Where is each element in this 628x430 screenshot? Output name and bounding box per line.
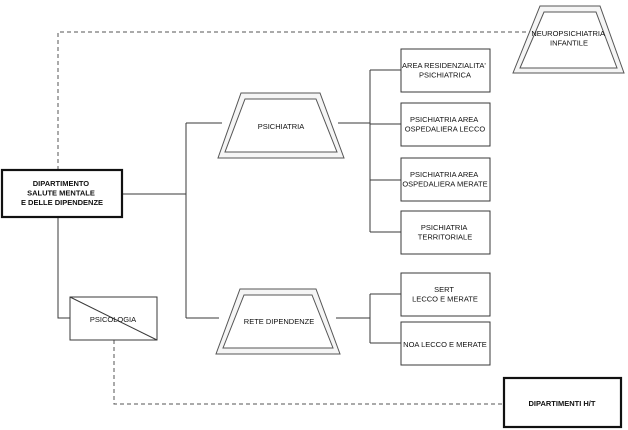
node-rete-dipendenze[interactable]: RETE DIPENDENZE xyxy=(215,288,341,355)
node-dipartimento-label: DIPARTIMENTO SALUTE MENTALE E DELLE DIPE… xyxy=(21,179,103,207)
node-psichiatria[interactable]: PSICHIATRIA xyxy=(217,92,345,159)
node-noa[interactable]: NOA LECCO E MERATE xyxy=(400,321,491,366)
node-psicologia-label: PSICOLOGIA xyxy=(90,315,136,324)
node-dipartimento-box xyxy=(0,168,124,219)
node-psichiatria-territoriale-label: PSICHIATRIA TERRITORIALE xyxy=(418,223,472,242)
node-dipartimenti-ht-label: DIPARTIMENTI H/T xyxy=(529,399,596,408)
node-neuropsichiatria-inner xyxy=(519,11,618,69)
node-noa-label: NOA LECCO E MERATE xyxy=(403,340,487,349)
node-psichiatria-lecco[interactable]: PSICHIATRIA AREA OSPEDALIERA LECCO xyxy=(400,102,491,147)
node-psichiatria-territoriale-box xyxy=(400,210,491,255)
node-sert-label: SERT LECCO E MERATE xyxy=(412,285,478,304)
node-psichiatria-lecco-box xyxy=(400,102,491,147)
node-psicologia-diagonal xyxy=(69,296,158,341)
dashed-link-dipartimenti-ht xyxy=(113,340,504,405)
node-rete-dipendenze-inner xyxy=(222,294,334,349)
node-psichiatria-merate[interactable]: PSICHIATRIA AREA OSPEDALIERA MERATE xyxy=(400,157,491,202)
node-psichiatria-label: PSICHIATRIA xyxy=(258,122,305,131)
node-psichiatria-merate-box xyxy=(400,157,491,202)
edge-dipartimento-to-psicologia xyxy=(57,217,70,319)
node-sert[interactable]: SERT LECCO E MERATE xyxy=(400,272,491,317)
node-psichiatria-merate-label: PSICHIATRIA AREA OSPEDALIERA MERATE xyxy=(402,170,487,189)
node-area-residenzialita[interactable]: AREA RESIDENZIALITA' PSICHIATRICA xyxy=(400,48,491,93)
node-sert-box xyxy=(400,272,491,317)
node-neuropsichiatria-label: NEUROPSICHIATRIA INFANTILE xyxy=(531,29,606,48)
node-area-residenzialita-box xyxy=(400,48,491,93)
node-dipartimenti-ht-box xyxy=(502,376,623,429)
connectors xyxy=(57,31,532,405)
dashed-link-neuropsichiatria xyxy=(57,31,532,170)
node-psichiatria-inner xyxy=(224,98,338,153)
node-area-residenzialita-label: AREA RESIDENZIALITA' PSICHIATRICA xyxy=(402,61,488,80)
node-neuropsichiatria[interactable]: NEUROPSICHIATRIA INFANTILE xyxy=(512,5,625,74)
node-psicologia[interactable]: PSICOLOGIA xyxy=(69,296,158,341)
node-rete-dipendenze-label: RETE DIPENDENZE xyxy=(244,317,314,326)
node-dipartimento[interactable]: DIPARTIMENTO SALUTE MENTALE E DELLE DIPE… xyxy=(0,168,124,219)
node-noa-box xyxy=(400,321,491,366)
node-psichiatria-territoriale[interactable]: PSICHIATRIA TERRITORIALE xyxy=(400,210,491,255)
node-psichiatria-lecco-label: PSICHIATRIA AREA OSPEDALIERA LECCO xyxy=(405,115,486,134)
node-dipartimenti-ht[interactable]: DIPARTIMENTI H/T xyxy=(502,376,623,429)
